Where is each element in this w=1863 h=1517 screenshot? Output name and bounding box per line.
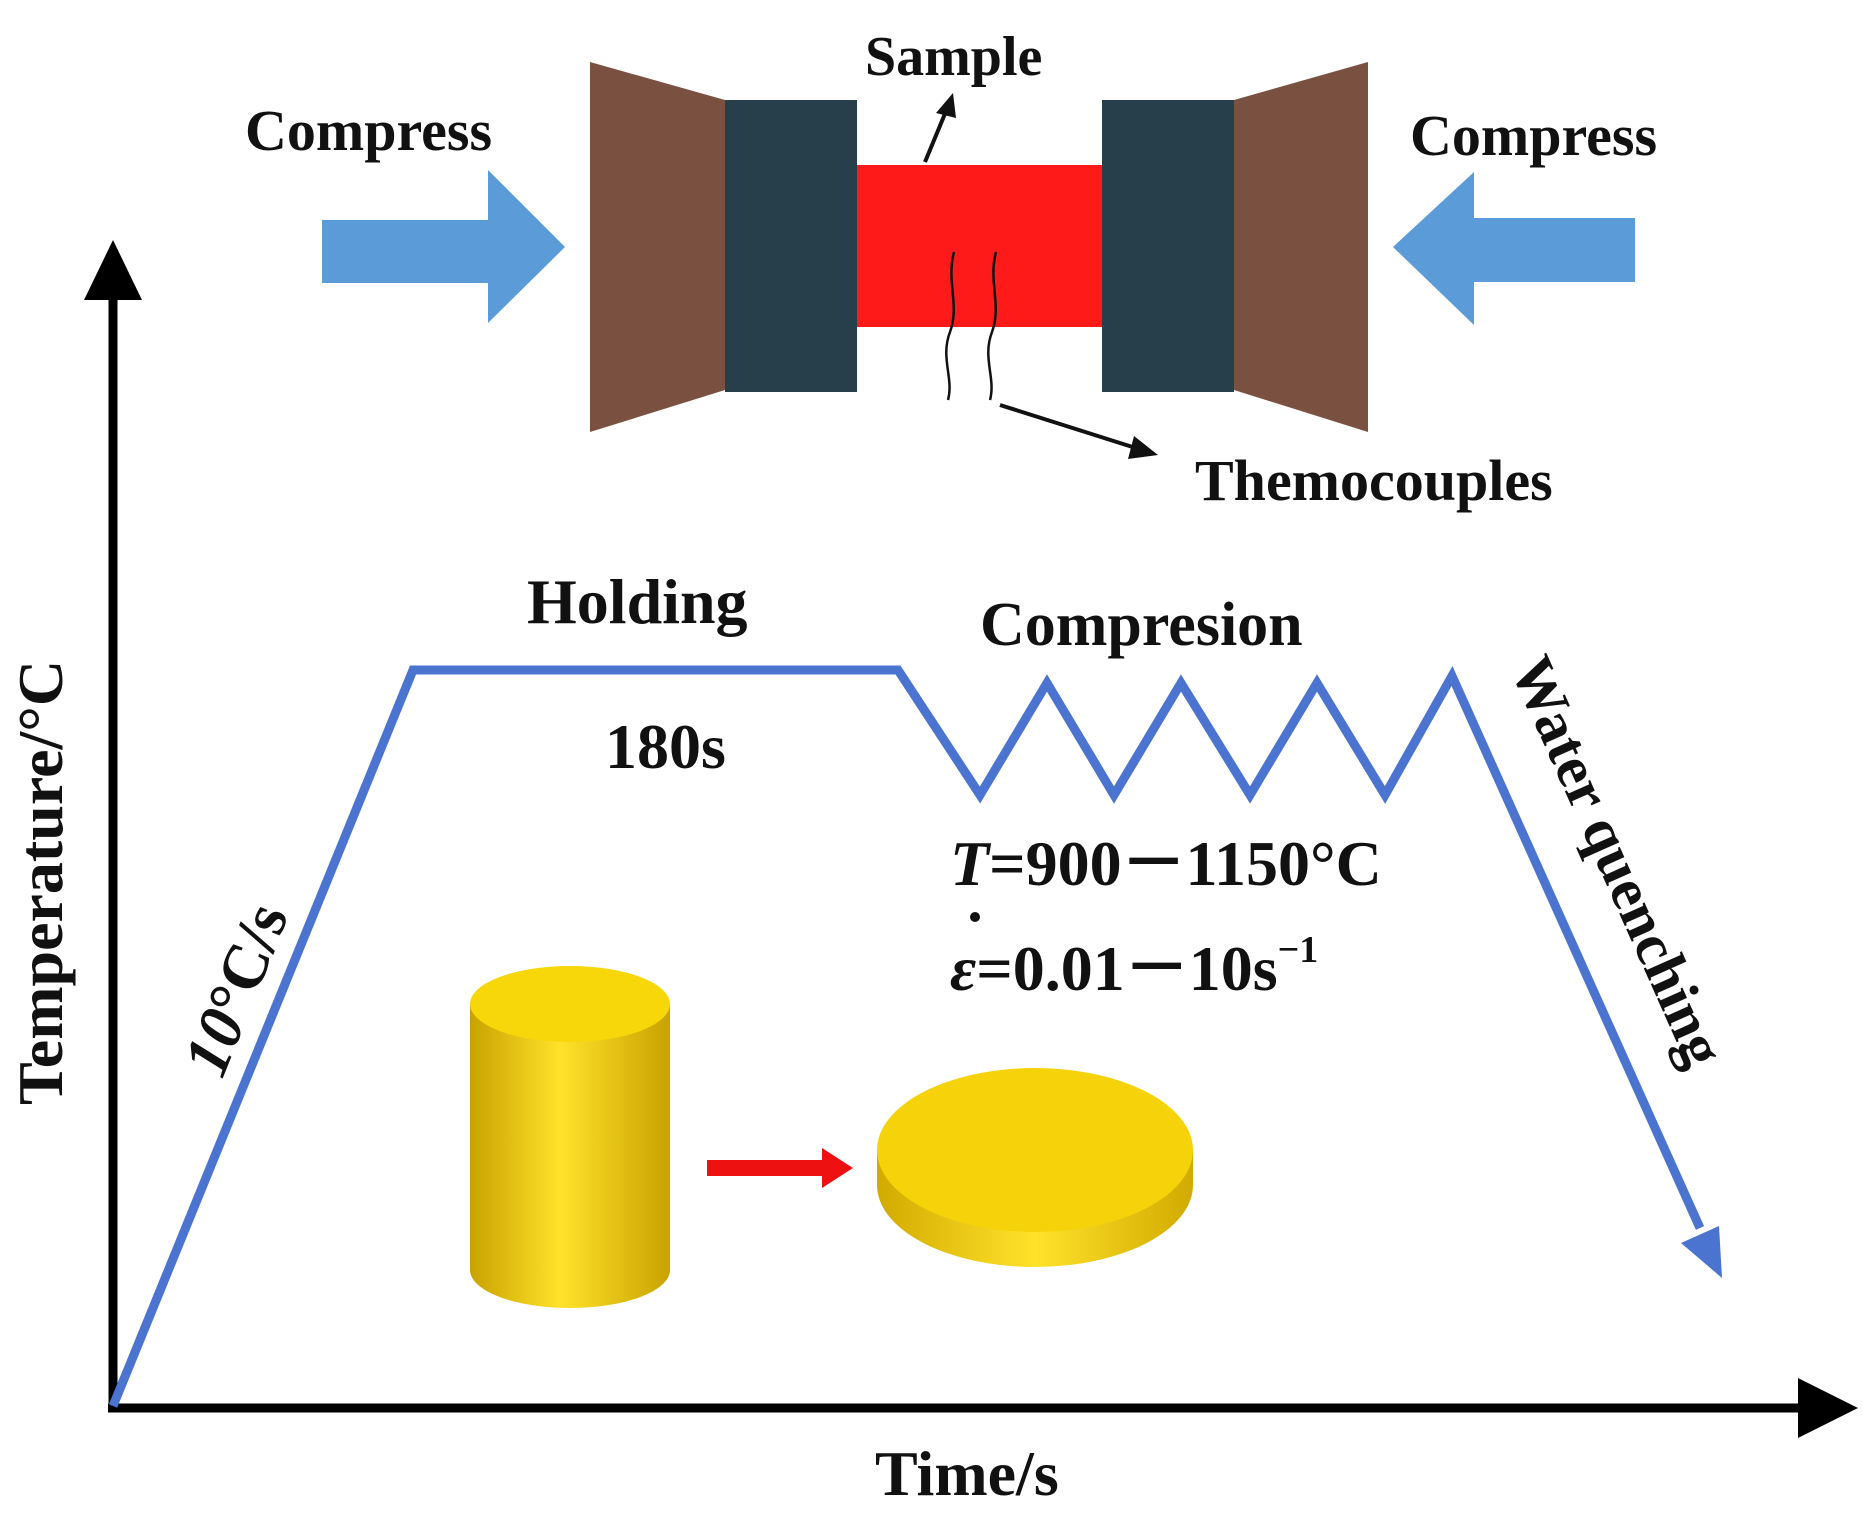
y-axis-arrowhead	[84, 240, 142, 300]
sample-block	[857, 165, 1102, 327]
compress-label-right: Compress	[1410, 103, 1657, 168]
compress-label-left: Compress	[245, 98, 492, 163]
left-die	[725, 100, 857, 392]
temperature-symbol: T	[950, 828, 992, 899]
strain-dot	[970, 912, 980, 922]
strain-rate-label: ε=0.01－10s−1	[950, 929, 1318, 1004]
x-axis-label: Time/s	[875, 1438, 1059, 1509]
thermocouples-label: Themocouples	[1195, 448, 1553, 513]
left-anvil	[590, 62, 725, 432]
x-axis-arrowhead	[1798, 1378, 1858, 1438]
axes	[84, 240, 1858, 1438]
sample-pointer-head	[936, 93, 956, 118]
deformation-arrow-head	[822, 1148, 853, 1188]
right-press-arrow	[1393, 172, 1635, 325]
heating-rate-unit: °C/s	[193, 893, 302, 1026]
thermocouple-pointer-head	[1128, 436, 1158, 459]
thermocouple-wire-2	[987, 251, 998, 401]
quench-arrowhead	[1681, 1226, 1722, 1278]
sample-label: Sample	[865, 26, 1042, 88]
cylinder-top	[470, 966, 670, 1042]
disc-top	[877, 1068, 1193, 1232]
holding-label: Holding	[527, 566, 748, 637]
cylinder-body	[470, 1004, 670, 1308]
temperature-range: =900－1150°C	[989, 828, 1382, 899]
temperature-range-label: T=900－1150°C	[950, 828, 1382, 899]
strain-range: =0.01－10s	[976, 933, 1277, 1004]
compression-label: Compresion	[980, 591, 1303, 659]
thermocouple-wire-1	[945, 251, 956, 401]
deformation-arrow-shaft	[707, 1160, 827, 1176]
holding-time-label: 180s	[605, 711, 726, 782]
temperature-profile	[108, 665, 1722, 1408]
thermocouple-pointer	[999, 403, 1143, 452]
strain-exponent: −1	[1278, 929, 1319, 971]
strain-symbol: ε	[950, 933, 976, 1004]
specimen-deformation	[470, 966, 1193, 1308]
process-line	[108, 665, 1705, 1408]
left-press-arrow	[322, 170, 565, 323]
compression-apparatus	[590, 62, 1368, 459]
right-die	[1102, 100, 1234, 392]
y-axis-label: Temperature/°C	[5, 660, 76, 1105]
right-anvil	[1234, 62, 1368, 432]
